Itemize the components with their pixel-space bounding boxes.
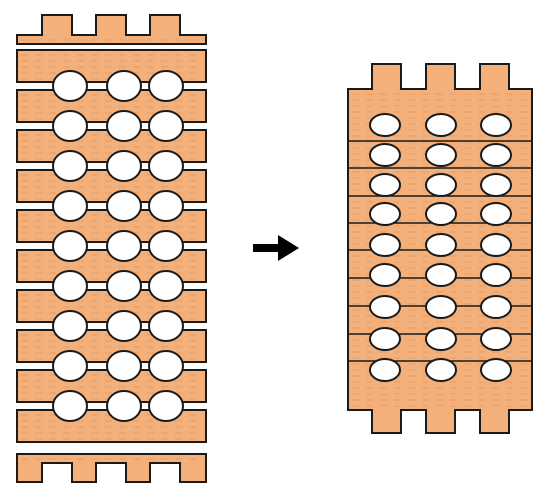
- hole: [52, 270, 88, 302]
- hole: [369, 233, 401, 257]
- hole: [52, 310, 88, 342]
- hole: [425, 202, 457, 226]
- assembled-block: [347, 63, 533, 434]
- hole: [369, 295, 401, 319]
- top-cap-plate: [16, 14, 207, 45]
- hole: [52, 390, 88, 422]
- hole: [425, 327, 457, 351]
- hole: [425, 295, 457, 319]
- hole: [52, 110, 88, 142]
- hole: [106, 150, 142, 182]
- hole: [369, 263, 401, 287]
- bottom-cap-plate: [16, 453, 207, 483]
- hole: [52, 190, 88, 222]
- hole: [148, 110, 184, 142]
- hole: [106, 70, 142, 102]
- transition-arrow: [253, 235, 299, 261]
- hole: [52, 70, 88, 102]
- hole: [425, 263, 457, 287]
- hole: [480, 173, 512, 197]
- hole: [369, 202, 401, 226]
- hole: [425, 358, 457, 382]
- hole: [106, 270, 142, 302]
- hole: [480, 202, 512, 226]
- hole: [148, 230, 184, 262]
- hole: [106, 110, 142, 142]
- hole: [425, 143, 457, 167]
- hole: [148, 70, 184, 102]
- hole: [106, 190, 142, 222]
- hole: [106, 350, 142, 382]
- hole: [480, 233, 512, 257]
- hole: [52, 350, 88, 382]
- arrow-right-icon: [253, 235, 299, 261]
- hole: [425, 233, 457, 257]
- hole: [480, 295, 512, 319]
- hole: [369, 173, 401, 197]
- wood-grain: [21, 334, 196, 360]
- exploded-stack: [16, 14, 207, 483]
- hole: [148, 310, 184, 342]
- hole: [480, 143, 512, 167]
- hole: [480, 358, 512, 382]
- hole: [369, 358, 401, 382]
- hole: [425, 113, 457, 137]
- hole: [52, 230, 88, 262]
- hole: [369, 327, 401, 351]
- hole: [106, 230, 142, 262]
- hole: [148, 190, 184, 222]
- hole: [148, 390, 184, 422]
- hole: [52, 150, 88, 182]
- hole: [369, 113, 401, 137]
- hole: [480, 263, 512, 287]
- hole: [106, 390, 142, 422]
- layer-plate: [16, 49, 207, 83]
- hole: [480, 327, 512, 351]
- hole: [148, 350, 184, 382]
- wood-grain: [21, 414, 196, 440]
- hole: [148, 270, 184, 302]
- hole: [106, 310, 142, 342]
- hole: [425, 173, 457, 197]
- hole: [480, 113, 512, 137]
- hole: [148, 150, 184, 182]
- hole: [369, 143, 401, 167]
